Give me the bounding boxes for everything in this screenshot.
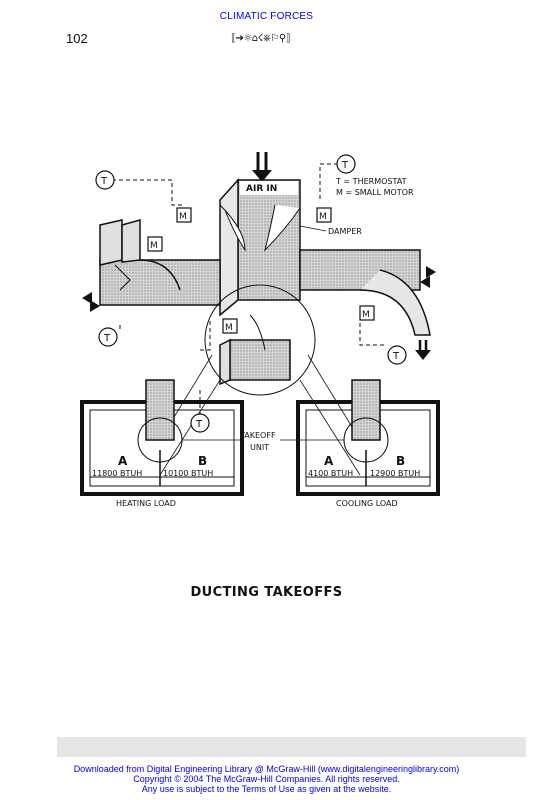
symbol-strip: ⟦➔☼⌂☇⎈⚐⚲⟧ — [231, 33, 291, 44]
takeoff-label-line2: UNIT — [250, 443, 269, 452]
footer-terms: Any use is subject to the Terms of Use a… — [141, 784, 392, 794]
motor-right-icon: M — [316, 207, 332, 223]
air-in-arrow-icon — [252, 152, 272, 182]
air-in-label: AIR IN — [246, 184, 277, 194]
thermostat-label: T — [100, 176, 108, 187]
thermostat-right-icon: T — [387, 345, 407, 365]
thermostat-top-left-icon: T — [95, 170, 115, 190]
damper-leader — [299, 225, 327, 232]
page-number: 102 — [66, 31, 88, 46]
heating-load-label: HEATING LOAD — [116, 499, 176, 508]
legend-motor: M = SMALL MOTOR — [336, 188, 414, 197]
legend-thermostat: T = THERMOSTAT — [335, 177, 407, 186]
motor-left-icon: M — [176, 207, 192, 223]
footer-bar — [57, 737, 526, 757]
cooling-zone-b: B — [396, 454, 405, 468]
right-branch-duct — [299, 249, 431, 336]
motor-branch-icon: M — [147, 236, 163, 252]
lower-takeoff-duct — [219, 314, 291, 386]
takeoff-label-line1: TAKEOFF — [239, 431, 276, 440]
heating-zone-a: A — [118, 454, 128, 468]
takeoff-magnifier — [204, 284, 316, 396]
thermostat-center-icon: T — [190, 413, 210, 433]
thermostat-label: T — [392, 351, 400, 362]
footer-download-link[interactable]: Downloaded from Digital Engineering Libr… — [73, 764, 460, 774]
footer-copyright: Copyright © 2004 The McGraw-Hill Compani… — [133, 774, 400, 784]
cooling-b-load: 12900 BTUH — [370, 469, 420, 478]
cooling-load-label: COOLING LOAD — [336, 499, 398, 508]
motor-label: M — [150, 241, 158, 251]
left-branch-duct — [99, 219, 221, 306]
figure-caption: DUCTING TAKEOFFS — [190, 585, 343, 600]
motor-label: M — [319, 212, 327, 222]
thermostat-label: T — [103, 333, 111, 344]
heating-zone-b: B — [198, 454, 207, 468]
thermostat-label: T — [341, 160, 349, 171]
motor-center-icon: M — [222, 318, 238, 334]
right-flow-arrow-icon — [420, 266, 436, 288]
footer: Downloaded from Digital Engineering Libr… — [0, 764, 533, 794]
running-header: CLIMATIC FORCES — [219, 11, 314, 22]
motor-label: M — [362, 310, 370, 320]
main-supply-duct — [219, 178, 301, 317]
motor-right-branch-icon: M — [359, 305, 375, 321]
thermostat-top-right-icon: T — [336, 154, 356, 174]
down-flow-arrow-icon — [415, 340, 431, 360]
heating-load-box — [80, 379, 244, 496]
cooling-a-load: 4100 BTUH — [308, 469, 353, 478]
cooling-zone-a: A — [324, 454, 334, 468]
left-flow-arrow-icon — [82, 292, 100, 312]
ducting-diagram: AIR IN — [80, 152, 440, 508]
damper-left-icon — [219, 204, 246, 252]
motor-label: M — [179, 212, 187, 222]
thermostat-left-icon: T — [98, 327, 118, 347]
damper-label: DAMPER — [328, 227, 362, 236]
damper-right-icon — [264, 204, 301, 252]
heating-b-load: 10100 BTUH — [163, 469, 213, 478]
thermostat-label: T — [195, 419, 203, 430]
heating-a-load: 11800 BTUH — [92, 469, 142, 478]
motor-label: M — [225, 323, 233, 333]
